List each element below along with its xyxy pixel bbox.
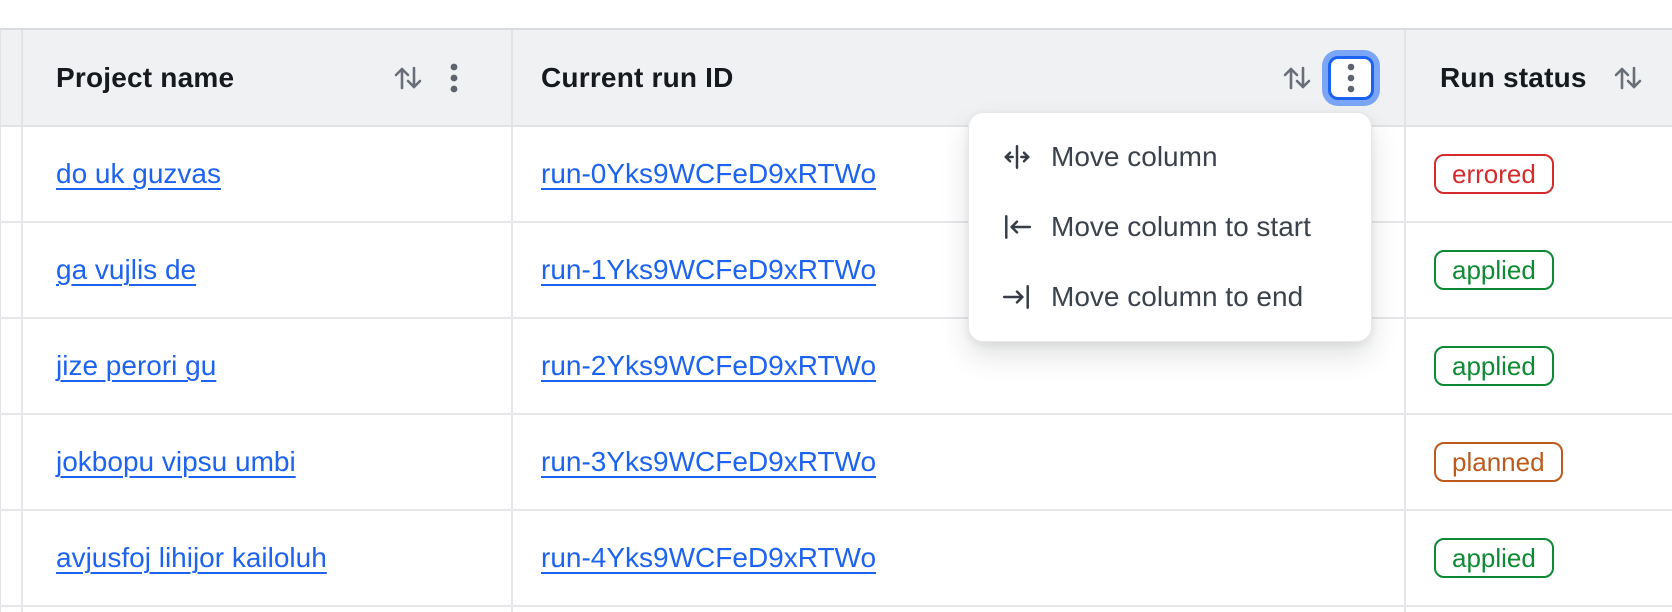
stub-cell <box>1 511 23 605</box>
move-column-to-end-icon <box>1002 282 1032 312</box>
run-id-link[interactable]: run-4Yks9WCFeD9xRTWo <box>541 542 877 573</box>
menu-item-move-column-to-end[interactable]: Move column to end <box>969 262 1371 332</box>
table-row: ga vujlis de run-1Yks9WCFeD9xRTWo applie… <box>1 223 1672 319</box>
menu-item-label: Move column to end <box>1051 281 1304 312</box>
menu-item-label: Move column to start <box>1051 211 1311 242</box>
table-row: do uk guzvas run-0Yks9WCFeD9xRTWo errore… <box>1 127 1672 223</box>
table-row: jize perori gu run-2Yks9WCFeD9xRTWo appl… <box>1 319 1672 415</box>
status-badge: applied <box>1434 538 1554 578</box>
sort-icon[interactable] <box>1280 61 1314 95</box>
stub-cell <box>1 607 23 612</box>
column-header-label: Run status <box>1440 61 1587 93</box>
column-menu-button-focused[interactable] <box>1328 55 1374 100</box>
run-id-link[interactable]: run-1Yks9WCFeD9xRTWo <box>541 254 877 285</box>
stub-cell <box>1 127 23 221</box>
table-body: do uk guzvas run-0Yks9WCFeD9xRTWo errore… <box>1 127 1672 607</box>
column-menu-button[interactable] <box>447 60 461 96</box>
project-link[interactable]: jize perori gu <box>56 350 217 381</box>
header-stub-cell <box>1 30 23 125</box>
projects-table: Project name Current run ID <box>0 28 1672 612</box>
project-link[interactable]: ga vujlis de <box>56 254 197 285</box>
status-badge: planned <box>1434 442 1563 482</box>
status-badge: applied <box>1434 250 1554 290</box>
table-row-partial <box>1 607 1672 612</box>
column-header-project: Project name <box>23 30 513 125</box>
column-header-run-status: Run status <box>1406 30 1672 125</box>
column-menu-popover: Move column Move column to start Move co… <box>968 112 1372 342</box>
move-column-to-start-icon <box>1002 212 1032 242</box>
table-header-row: Project name Current run ID <box>1 30 1672 127</box>
project-link[interactable]: do uk guzvas <box>56 158 221 189</box>
table-row: avjusfoj lihijor kailoluh run-4Yks9WCFeD… <box>1 511 1672 607</box>
status-badge: errored <box>1434 154 1554 194</box>
sort-icon[interactable] <box>1611 61 1645 95</box>
run-id-link[interactable]: run-0Yks9WCFeD9xRTWo <box>541 158 877 189</box>
column-header-run-id: Current run ID <box>513 30 1406 125</box>
stub-cell <box>1 415 23 509</box>
column-header-label: Project name <box>56 61 235 93</box>
menu-item-label: Move column <box>1051 141 1218 172</box>
run-id-link[interactable]: run-3Yks9WCFeD9xRTWo <box>541 446 877 477</box>
move-column-icon <box>1002 142 1032 172</box>
project-link[interactable]: avjusfoj lihijor kailoluh <box>56 542 327 573</box>
status-badge: applied <box>1434 346 1554 386</box>
menu-item-move-column[interactable]: Move column <box>969 122 1371 192</box>
sort-icon[interactable] <box>391 61 425 95</box>
menu-item-move-column-to-start[interactable]: Move column to start <box>969 192 1371 262</box>
column-header-label: Current run ID <box>541 61 734 93</box>
project-link[interactable]: jokbopu vipsu umbi <box>56 446 296 477</box>
stub-cell <box>1 223 23 317</box>
stub-cell <box>1 319 23 413</box>
table-row: jokbopu vipsu umbi run-3Yks9WCFeD9xRTWo … <box>1 415 1672 511</box>
run-id-link[interactable]: run-2Yks9WCFeD9xRTWo <box>541 350 877 381</box>
